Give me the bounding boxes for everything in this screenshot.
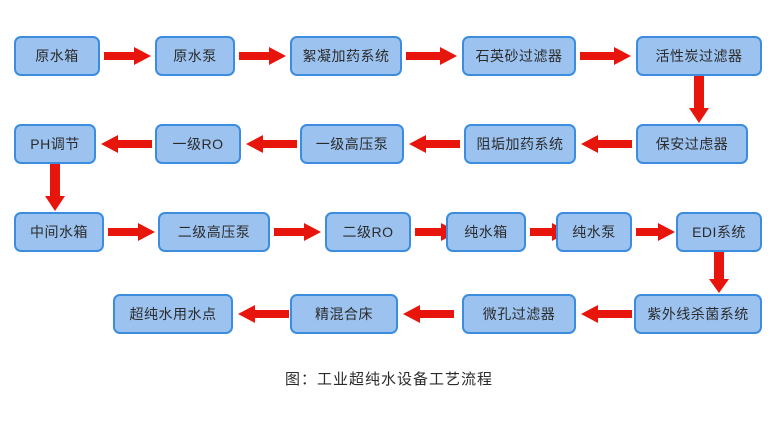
process-node-high-pressure-pump-one[interactable]: 一级高压泵 xyxy=(300,124,404,164)
arrow-down-edi-to-uv-sterilizer xyxy=(708,252,730,294)
arrow-right-intermediate-tank-to-hp-pump2 xyxy=(108,223,156,241)
process-node-quartz-sand-filter[interactable]: 石英砂过滤器 xyxy=(462,36,576,76)
arrow-right-pure-water-pump-to-edi xyxy=(636,223,676,241)
process-node-high-pressure-pump-two[interactable]: 二级高压泵 xyxy=(158,212,270,252)
arrow-left-mixed-bed-to-point-of-use xyxy=(237,305,289,323)
arrow-left-uv-sterilizer-to-microporous-filter xyxy=(580,305,632,323)
arrow-down-ph-adjustment-to-intermediate-tank xyxy=(44,164,66,212)
process-node-microporous-filter[interactable]: 微孔过滤器 xyxy=(462,294,576,334)
process-node-ro-stage-one[interactable]: 一级RO xyxy=(155,124,241,164)
process-node-ro-stage-two[interactable]: 二级RO xyxy=(325,212,411,252)
process-node-activated-carbon-filter[interactable]: 活性炭过滤器 xyxy=(636,36,762,76)
process-node-raw-water-tank[interactable]: 原水箱 xyxy=(14,36,100,76)
diagram-caption: 图：工业超纯水设备工艺流程 xyxy=(284,371,493,388)
process-node-mixed-bed-polisher[interactable]: 精混合床 xyxy=(290,294,398,334)
process-node-ph-adjustment[interactable]: PH调节 xyxy=(14,124,96,164)
process-node-ultrapure-water-point-of-use[interactable]: 超纯水用水点 xyxy=(113,294,233,334)
arrow-left-security-filter-to-antiscalant xyxy=(580,135,632,153)
arrow-left-antiscalant-to-hp-pump1 xyxy=(408,135,460,153)
arrow-right-raw-tank-to-raw-pump xyxy=(104,47,152,65)
arrow-right-coagulant-to-quartz-sand-filter xyxy=(406,47,458,65)
arrow-left-hp-pump1-to-ro1 xyxy=(245,135,297,153)
process-node-security-filter[interactable]: 保安过虑器 xyxy=(636,124,748,164)
arrow-right-hp-pump2-to-ro2 xyxy=(274,223,322,241)
process-node-edi-system[interactable]: EDI系统 xyxy=(676,212,762,252)
process-node-intermediate-water-tank[interactable]: 中间水箱 xyxy=(14,212,104,252)
process-node-pure-water-tank[interactable]: 纯水箱 xyxy=(446,212,526,252)
arrow-right-raw-pump-to-coagulant xyxy=(239,47,287,65)
process-node-pure-water-pump[interactable]: 纯水泵 xyxy=(556,212,632,252)
process-node-coagulant-dosing-system[interactable]: 絮凝加药系统 xyxy=(290,36,402,76)
arrow-right-quartz-to-activated-carbon-filter xyxy=(580,47,632,65)
arrow-left-ro1-to-ph-adjustment xyxy=(100,135,152,153)
arrow-left-microporous-filter-to-mixed-bed xyxy=(402,305,454,323)
process-node-raw-water-pump[interactable]: 原水泵 xyxy=(155,36,235,76)
process-node-uv-sterilization-system[interactable]: 紫外线杀菌系统 xyxy=(634,294,762,334)
arrow-down-activated-carbon-to-security-filter xyxy=(688,76,710,124)
process-node-antiscalant-dosing-system[interactable]: 阻垢加药系统 xyxy=(464,124,576,164)
